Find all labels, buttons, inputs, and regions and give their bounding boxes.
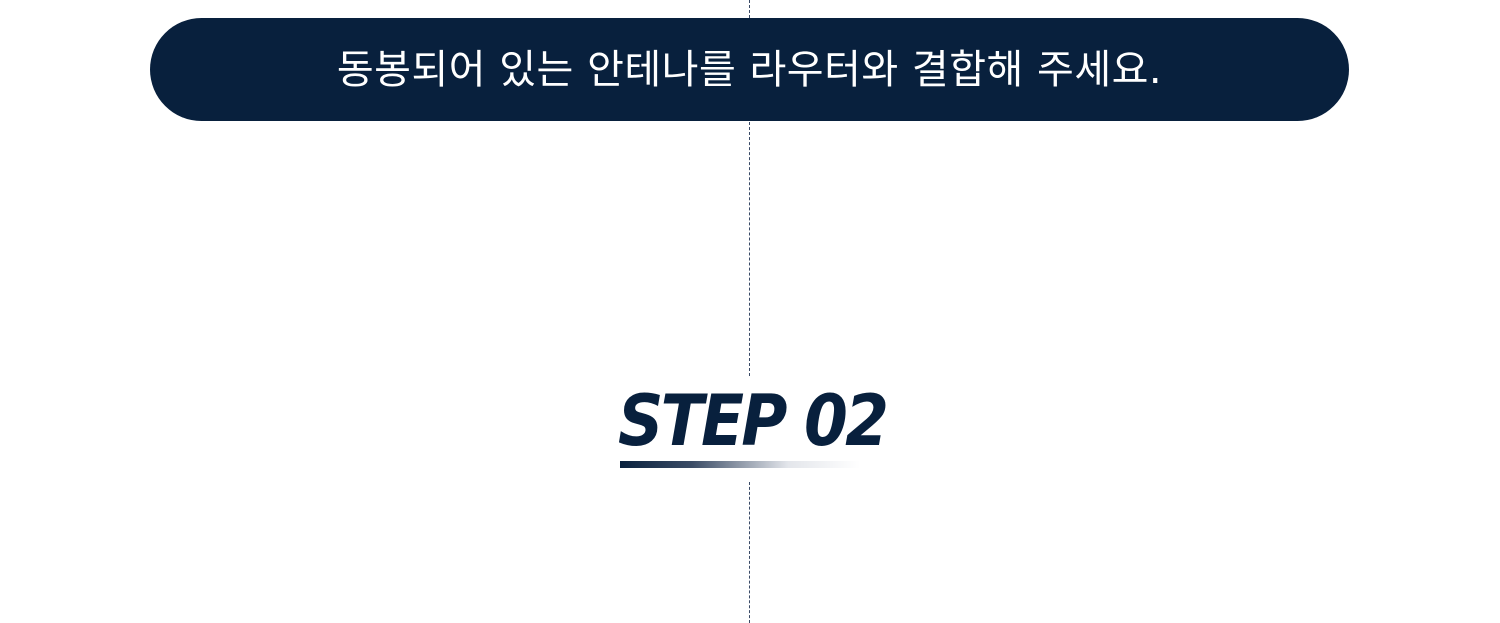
step-label: STEP 02 [618,380,889,462]
step-heading: STEP 02 [600,378,900,482]
step-underline [620,461,860,468]
instruction-text: 동봉되어 있는 안테나를 라우터와 결합해 주세요. [336,46,1163,93]
instruction-banner: 동봉되어 있는 안테나를 라우터와 결합해 주세요. [150,18,1349,121]
guide-line-middle [749,122,750,376]
guide-line-top [749,0,750,18]
guide-line-bottom [749,482,750,623]
